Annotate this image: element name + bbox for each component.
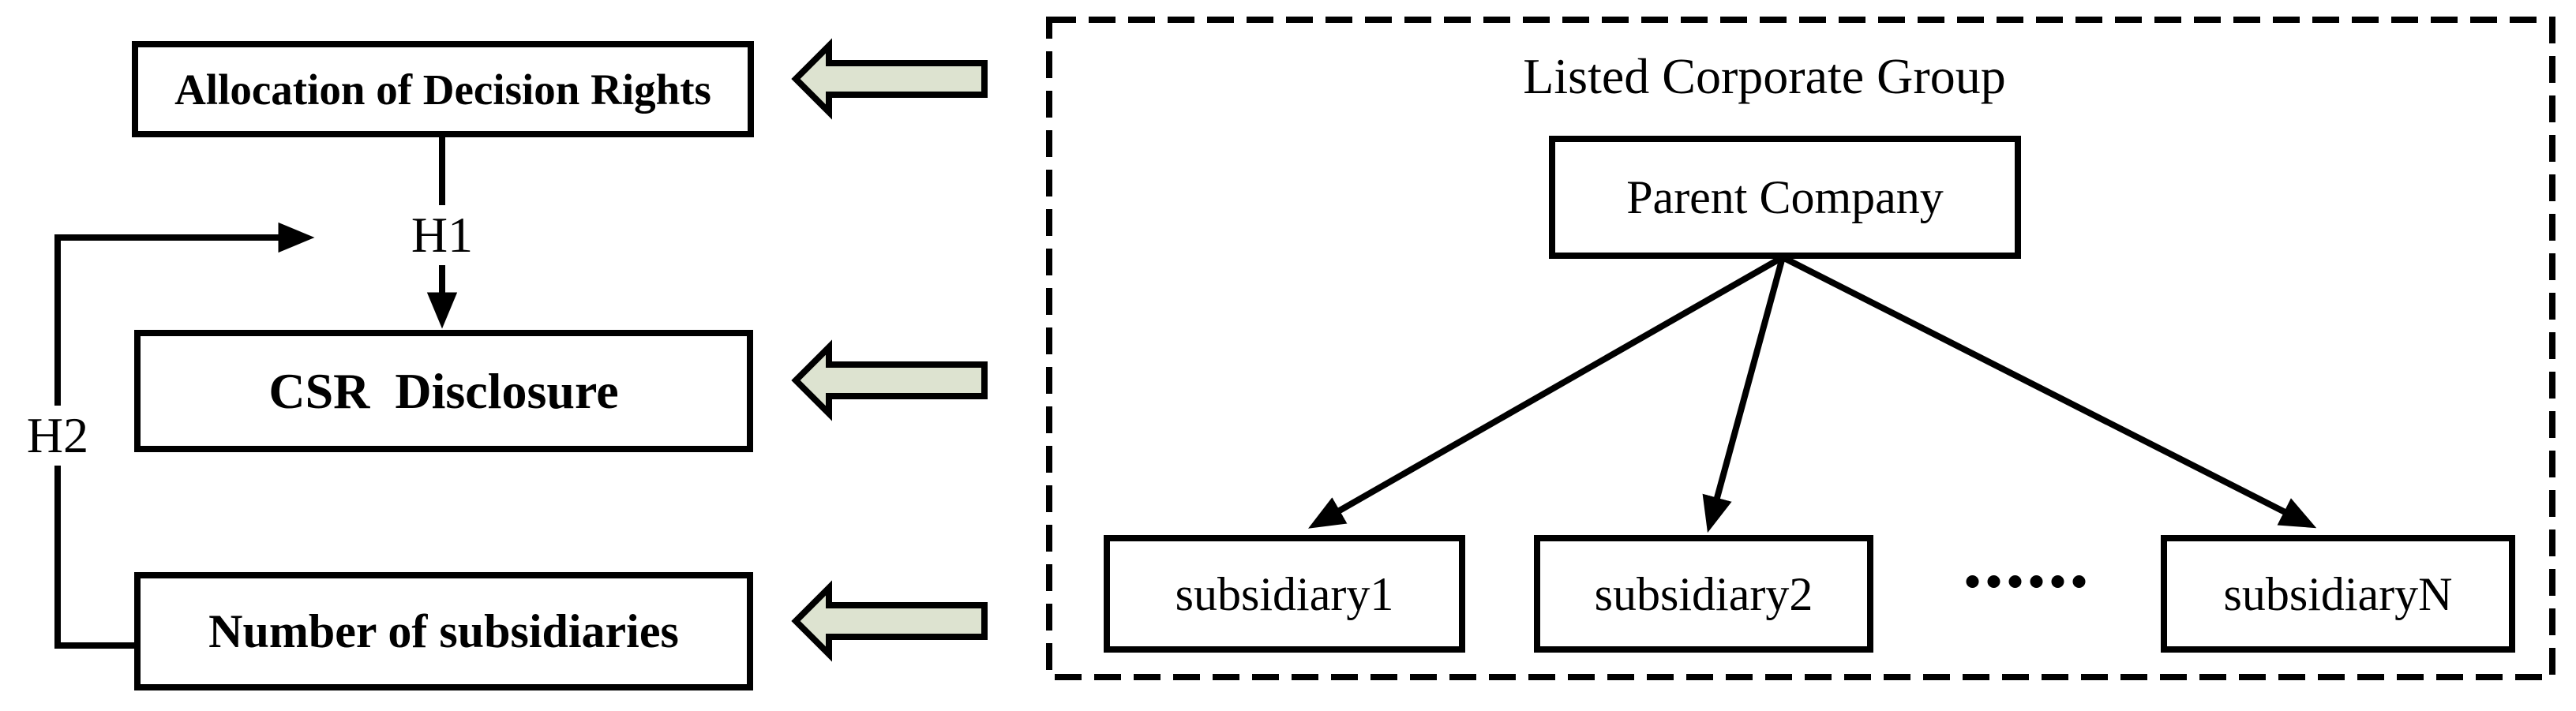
csr-disclosure-box: CSR Disclosure: [134, 330, 753, 452]
block-arrow-to-subsidiaries-icon: [791, 580, 988, 662]
h2-hypothesis-label: H2: [18, 406, 97, 466]
subsidiary2-label: subsidiary2: [1594, 567, 1813, 620]
h1-hypothesis-label: H1: [403, 205, 482, 265]
ellipsis-dot-icon: [1966, 575, 1979, 588]
group-panel-title: Listed Corporate Group: [1523, 48, 2006, 104]
parent-to-subsidiary2-arrow: [1702, 256, 1786, 533]
number-of-subsidiaries-box: Number of subsidiaries: [134, 572, 753, 690]
parent-to-subsidiary1-arrow: [1308, 254, 1784, 529]
ellipsis-dot-icon: [1987, 575, 2000, 588]
parent-company-label: Parent Company: [1626, 171, 1944, 223]
allocation-of-decision-rights-box: Allocation of Decision Rights: [132, 41, 754, 137]
ellipsis-dot-icon: [2051, 575, 2064, 588]
block-arrow-to-allocation-icon: [791, 38, 988, 120]
ellipsis-dot-icon: [2008, 575, 2022, 588]
group-dashed-border: [1046, 17, 2555, 680]
subsidiaries-box-label: Number of subsidiaries: [208, 605, 679, 657]
ellipsis-dot-icon: [2072, 575, 2086, 588]
csr-box-label: CSR Disclosure: [268, 362, 619, 419]
subsidiary1-label: subsidiary1: [1175, 567, 1394, 620]
subsidiaryN-label: subsidiaryN: [2223, 567, 2453, 620]
block-arrow-to-csr-icon: [791, 339, 988, 421]
subsidiary2-box: subsidiary2: [1534, 535, 1873, 653]
ellipsis-dots: [1966, 575, 2086, 588]
parent-company-box: Parent Company: [1549, 136, 2021, 259]
subsidiaryN-box: subsidiaryN: [2161, 535, 2515, 653]
allocation-box-label: Allocation of Decision Rights: [174, 65, 711, 114]
parent-to-subsidiaryN-arrow: [1781, 254, 2317, 529]
subsidiary1-box: subsidiary1: [1104, 535, 1465, 653]
ellipsis-dot-icon: [2030, 575, 2043, 588]
